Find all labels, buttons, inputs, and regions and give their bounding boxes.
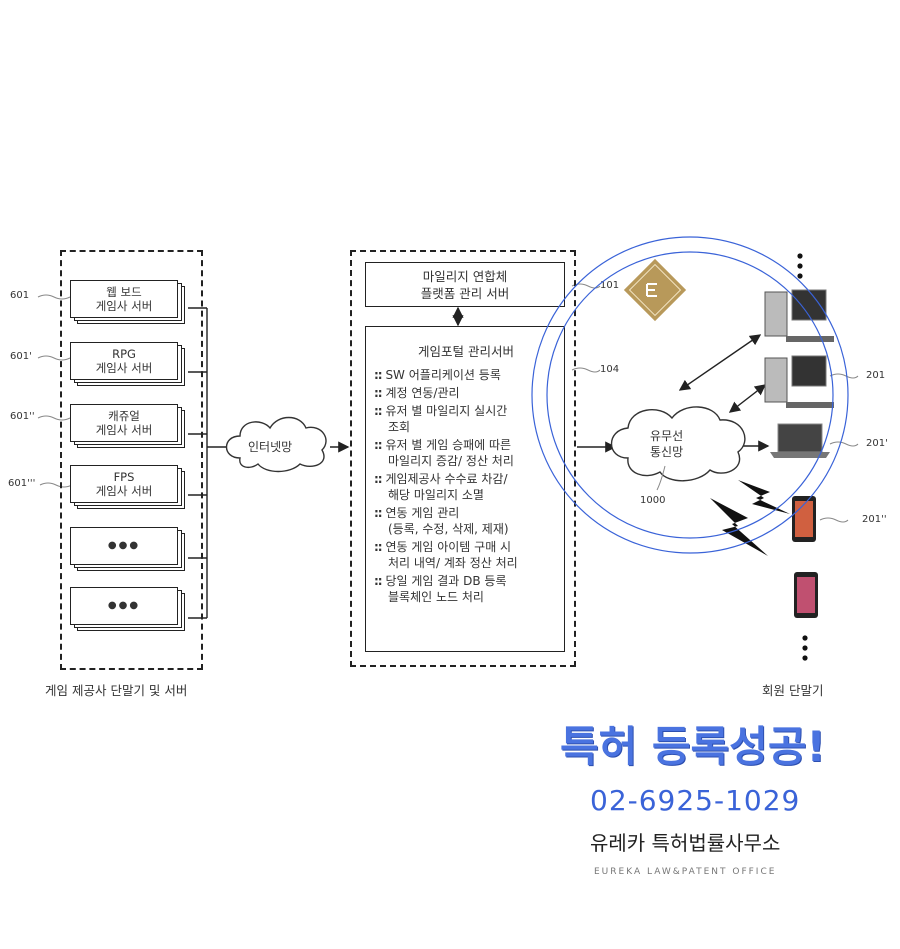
server-line1: RPG: [112, 347, 136, 361]
server-line2: 게임사 서버: [96, 423, 153, 437]
platform-line1: 마일리지 연합체: [423, 268, 507, 285]
server-ref-label: 601''': [8, 478, 35, 489]
server-line2: 게임사 서버: [96, 299, 153, 313]
left-group-caption: 게임 제공사 단말기 및 서버: [45, 680, 187, 699]
item-line1: 연동 게임 관리: [385, 506, 459, 520]
smartphone-icon: [792, 496, 816, 542]
server-ref-label: 601'': [10, 411, 35, 422]
network-line1: 유무선: [650, 428, 683, 444]
item-line2: 블록체인 노드 처리: [374, 589, 558, 605]
portal-ref: 104: [600, 364, 619, 375]
network-ref: 1000: [640, 495, 665, 506]
portal-function-item: :: 유저 별 게임 승패에 따른마일리지 증감/ 정산 처리: [374, 437, 558, 469]
portal-server-box: 게임포털 관리서버 :: SW 어플리케이션 등록:: 계정 연동/관리:: 유…: [365, 326, 565, 652]
portal-function-item: :: 유저 별 마일리지 실시간조회: [374, 403, 558, 435]
server-box-more: ●●●: [70, 587, 185, 629]
server-box-webboard: 웹 보드게임사 서버: [70, 280, 185, 322]
ellipsis: ●●●: [108, 599, 140, 613]
terminal-ref: 201': [866, 438, 888, 449]
item-line2: 해당 마일리지 소멸: [374, 487, 558, 503]
bullet: ::: [374, 472, 382, 486]
item-line1: 게임제공사 수수료 차감/: [385, 472, 507, 486]
desktop-computer-icon: [765, 290, 834, 342]
item-line1: 유저 별 마일리지 실시간: [385, 404, 507, 418]
ellipsis: ●●●: [108, 539, 140, 553]
platform-line2: 플랫폼 관리 서버: [421, 285, 509, 302]
bullet: ::: [374, 574, 382, 588]
platform-ref: 101: [600, 280, 619, 291]
portal-function-item: :: SW 어플리케이션 등록: [374, 367, 558, 383]
server-line2: 게임사 서버: [96, 484, 153, 498]
portal-function-item: :: 계정 연동/관리: [374, 385, 558, 401]
item-line1: 당일 게임 결과 DB 등록: [385, 574, 506, 588]
item-line2: (등록, 수정, 삭제, 제재): [374, 521, 558, 537]
bullet: ::: [374, 386, 382, 400]
server-line2: 게임사 서버: [96, 361, 153, 375]
server-ref-label: 601: [10, 290, 29, 301]
bullet: ::: [374, 540, 382, 554]
portal-function-item: :: 게임제공사 수수료 차감/해당 마일리지 소멸: [374, 471, 558, 503]
server-line1: FPS: [114, 470, 135, 484]
server-box-rpg: RPG게임사 서버: [70, 342, 185, 384]
bullet: ::: [374, 368, 382, 382]
server-line1: 캐쥬얼: [108, 409, 140, 423]
item-line2: 처리 내역/ 계좌 정산 처리: [374, 555, 558, 571]
bullet: ::: [374, 506, 382, 520]
server-box-casual: 캐쥬얼게임사 서버: [70, 404, 185, 446]
server-ref-label: 601': [10, 351, 32, 362]
network-label: 유무선 통신망: [650, 428, 683, 460]
portal-function-list: :: SW 어플리케이션 등록:: 계정 연동/관리:: 유저 별 마일리지 실…: [374, 367, 558, 605]
network-line2: 통신망: [650, 444, 683, 460]
platform-server-box: 마일리지 연합체 플랫폼 관리 서버: [365, 262, 565, 307]
item-line1: 계정 연동/관리: [385, 386, 459, 400]
item-line2: 조회: [374, 419, 558, 435]
item-line1: 연동 게임 아이템 구매 시: [385, 540, 511, 554]
wireless-signal-icon: [710, 498, 768, 556]
item-line1: 유저 별 게임 승패에 따른: [385, 438, 511, 452]
desktop-computer-icon: [765, 356, 834, 408]
item-line2: 마일리지 증감/ 정산 처리: [374, 453, 558, 469]
smartphone-icon: [794, 572, 818, 618]
terminal-ref: 201'': [862, 514, 887, 525]
terminals-caption: 회원 단말기: [762, 680, 823, 699]
bullet: ::: [374, 404, 382, 418]
portal-function-item: :: 연동 게임 아이템 구매 시처리 내역/ 계좌 정산 처리: [374, 539, 558, 571]
portal-function-item: :: 연동 게임 관리(등록, 수정, 삭제, 제재): [374, 505, 558, 537]
laptop-icon: [770, 424, 830, 458]
terminal-ref: 201: [866, 370, 885, 381]
wireless-signal-icon: [738, 480, 790, 514]
server-line1: 웹 보드: [106, 285, 141, 299]
bullet: ::: [374, 438, 382, 452]
portal-function-item: :: 당일 게임 결과 DB 등록블록체인 노드 처리: [374, 573, 558, 605]
portal-title: 게임포털 관리서버: [374, 341, 558, 360]
item-line1: SW 어플리케이션 등록: [385, 368, 500, 382]
server-box-more: ●●●: [70, 527, 185, 569]
internet-label: 인터넷망: [248, 438, 292, 455]
server-box-fps: FPS게임사 서버: [70, 465, 185, 507]
